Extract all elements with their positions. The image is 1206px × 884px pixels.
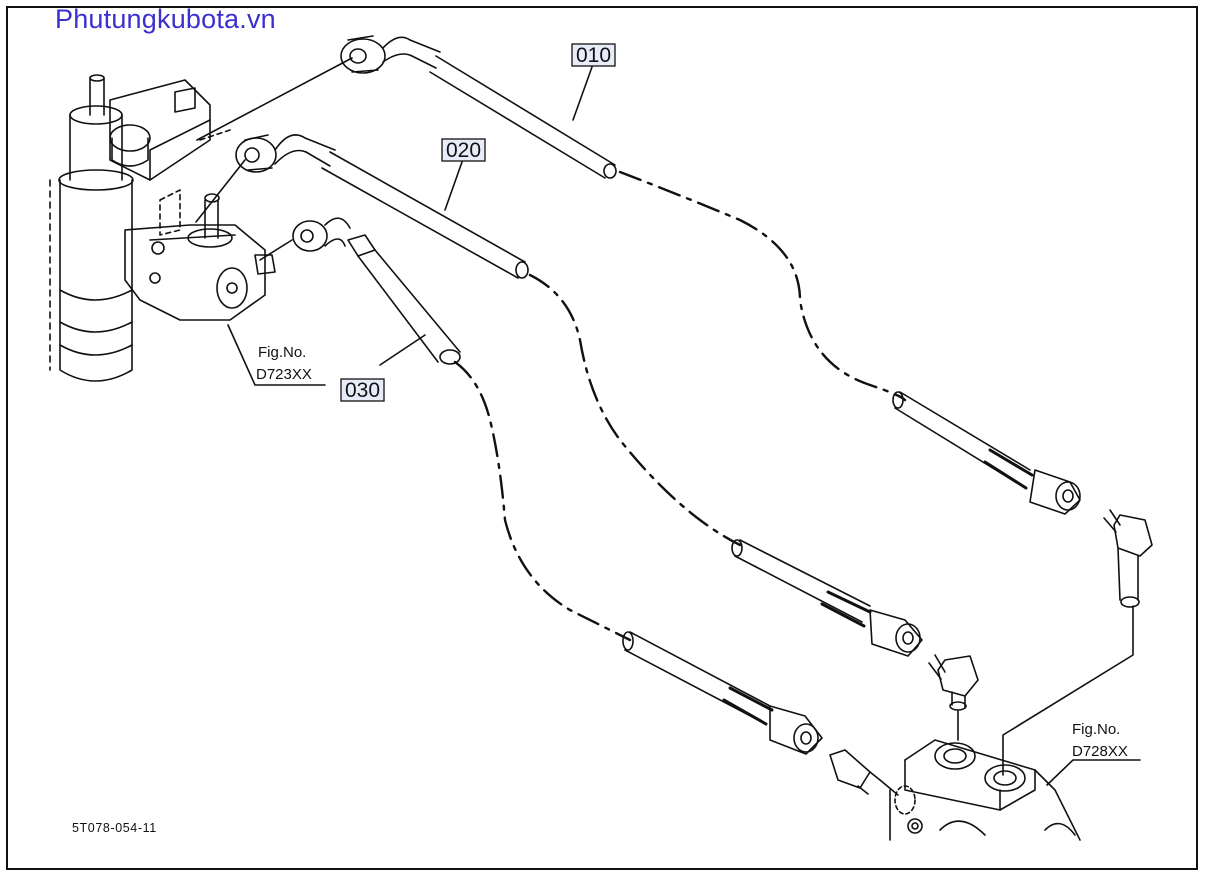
- watermark: Phutungkubota.vn: [55, 4, 276, 34]
- control-valve-assembly: [49, 74, 276, 382]
- part-label-020: 020: [441, 138, 486, 162]
- fig-ref-right-title: Fig.No.: [1072, 721, 1120, 738]
- hose-010: [196, 35, 1153, 776]
- fig-ref-left-title: Fig.No.: [258, 344, 306, 361]
- leader-fig-d728: [1046, 759, 1141, 786]
- leader-030: [379, 334, 426, 366]
- drawing-border: [6, 6, 1198, 870]
- part-number-020: 020: [446, 139, 481, 162]
- part-label-030: 030: [340, 378, 385, 402]
- drawing-code: 5T078-054-11: [72, 821, 157, 835]
- leader-fig-d723: [227, 324, 326, 386]
- leader-020: [444, 161, 463, 211]
- leader-010: [572, 66, 593, 121]
- directional-valve-body: [889, 739, 1081, 841]
- hose-030: [259, 217, 899, 796]
- part-number-010: 010: [576, 44, 611, 67]
- part-number-030: 030: [345, 379, 380, 402]
- part-label-010: 010: [571, 43, 616, 67]
- hose-020: [195, 134, 979, 741]
- fig-ref-left-code: D723XX: [256, 366, 312, 383]
- fig-ref-right-code: D728XX: [1072, 743, 1128, 760]
